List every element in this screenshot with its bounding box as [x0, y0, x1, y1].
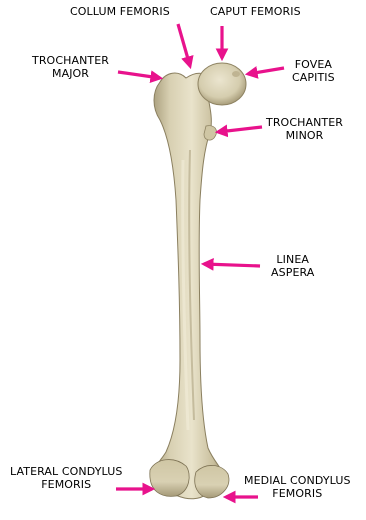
arrow-trochanter-minor [218, 127, 262, 132]
arrow-fovea-capitis [248, 68, 284, 74]
label-linea-aspera: LINEA ASPERA [271, 253, 314, 279]
arrow-linea-aspera [204, 264, 260, 266]
femur-bone [150, 63, 246, 499]
arrow-collum-femoris [178, 24, 190, 66]
label-medial-condylus: MEDIAL CONDYLUS FEMORIS [244, 474, 351, 500]
lesser-trochanter [204, 126, 216, 140]
label-trochanter-minor: TROCHANTER MINOR [266, 116, 343, 142]
medial-condyle [195, 465, 229, 498]
femoral-head [198, 63, 246, 105]
arrow-trochanter-major [118, 72, 160, 78]
label-caput-femoris: CAPUT FEMORIS [210, 5, 301, 18]
lateral-condyle [150, 460, 189, 497]
label-trochanter-major: TROCHANTER MAJOR [32, 54, 109, 80]
label-lateral-condylus: LATERAL CONDYLUS FEMORIS [10, 465, 122, 491]
label-collum-femoris: COLLUM FEMORIS [70, 5, 170, 18]
label-fovea-capitis: FOVEA CAPITIS [292, 58, 335, 84]
fovea-mark [232, 71, 240, 77]
